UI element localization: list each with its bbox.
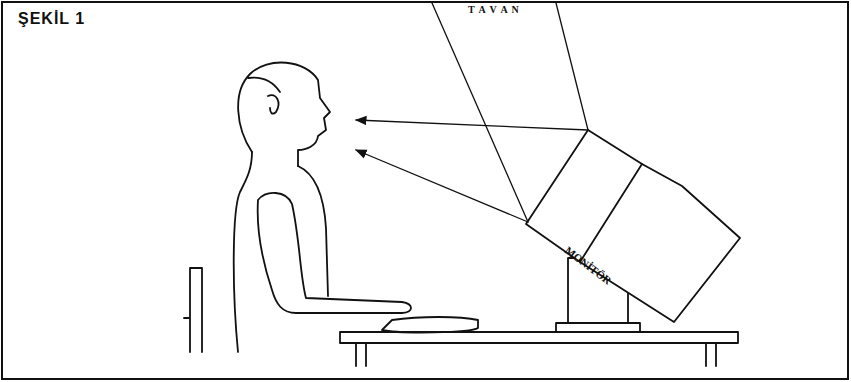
head-outline bbox=[238, 63, 330, 166]
back-line bbox=[234, 152, 252, 352]
desk-top bbox=[340, 332, 738, 343]
keyboard bbox=[382, 317, 478, 332]
light-ray bbox=[556, 3, 588, 130]
reflection-arrow bbox=[356, 150, 528, 222]
reflection-arrow bbox=[356, 120, 588, 130]
monitor-base bbox=[556, 323, 640, 332]
hair-line bbox=[248, 78, 280, 92]
light-ray bbox=[432, 3, 528, 222]
desk-legs bbox=[356, 343, 716, 366]
monitor-bezel-line bbox=[580, 164, 642, 262]
arm bbox=[258, 193, 411, 313]
chair-back bbox=[184, 268, 202, 352]
ear bbox=[268, 95, 278, 114]
figure-title: ŞEKİL 1 bbox=[18, 10, 85, 28]
ceiling-label: T A V A N bbox=[468, 4, 520, 15]
monitor-body bbox=[526, 130, 740, 322]
